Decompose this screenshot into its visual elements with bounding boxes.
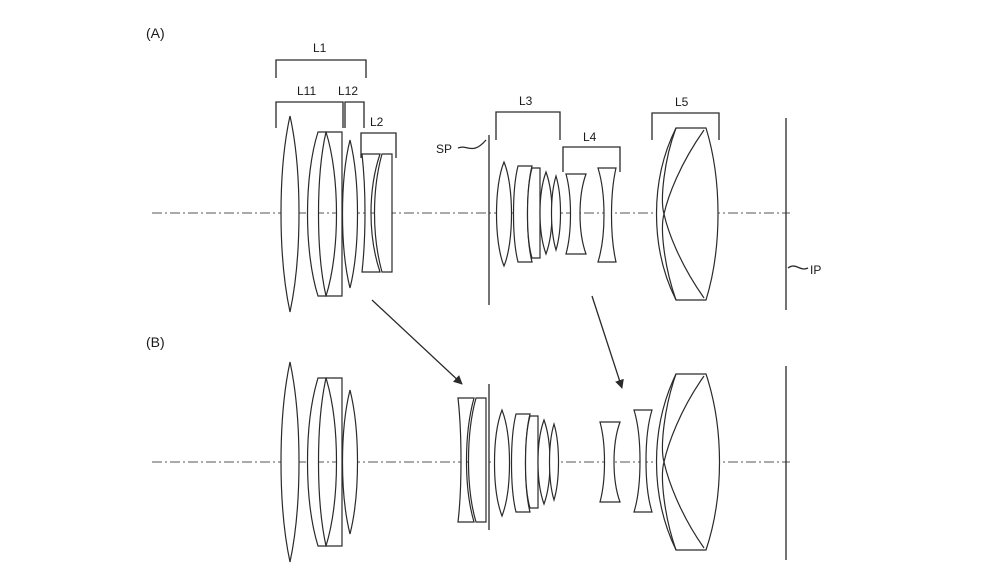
lens-l3-d [540,172,552,254]
lens-b-l3-c [526,416,539,508]
sp-leader [458,140,486,149]
lens-l4-b [598,168,616,262]
label-l4: L4 [583,130,597,144]
lens-l4-a [566,174,586,254]
lens-b-l3-a [495,410,510,516]
lens-b-l11-a [281,362,299,562]
lens-b-l3-d [538,420,550,504]
arrow-l2-move [372,300,462,384]
label-l2: L2 [370,115,384,129]
bracket-l12 [345,102,364,128]
lens-b-l2-b [469,398,487,522]
lens-l3-c [528,168,541,258]
label-l12: L12 [338,84,358,98]
panel-b: (B) [146,334,790,562]
ip-leader [788,266,808,269]
bracket-l11 [276,102,343,128]
panel-a: (A) L1 L11 L12 L2 L3 L4 L5 SP IP [146,25,821,312]
label-l3: L3 [519,94,533,108]
lens-l12 [343,140,358,288]
label-l11: L11 [297,84,316,98]
label-ip: IP [810,263,821,277]
lens-l2-b [375,154,393,272]
lens-b-l3-e [550,424,559,500]
lens-l3-a [497,162,512,266]
bracket-l1 [276,60,366,78]
lens-b-l4-b [634,410,652,512]
arrow-l4-move [592,296,622,388]
lens-l11-a [281,116,299,312]
lens-b-l12 [343,390,358,534]
lens-l3-e [552,176,561,250]
panel-b-label: (B) [146,334,165,350]
panel-a-label: (A) [146,25,165,41]
lens-l11-c [326,132,342,296]
label-l1: L1 [313,41,327,55]
lens-l11-b [308,132,327,296]
label-l5: L5 [675,95,689,109]
label-sp: SP [436,142,452,156]
bracket-l3 [496,112,560,140]
